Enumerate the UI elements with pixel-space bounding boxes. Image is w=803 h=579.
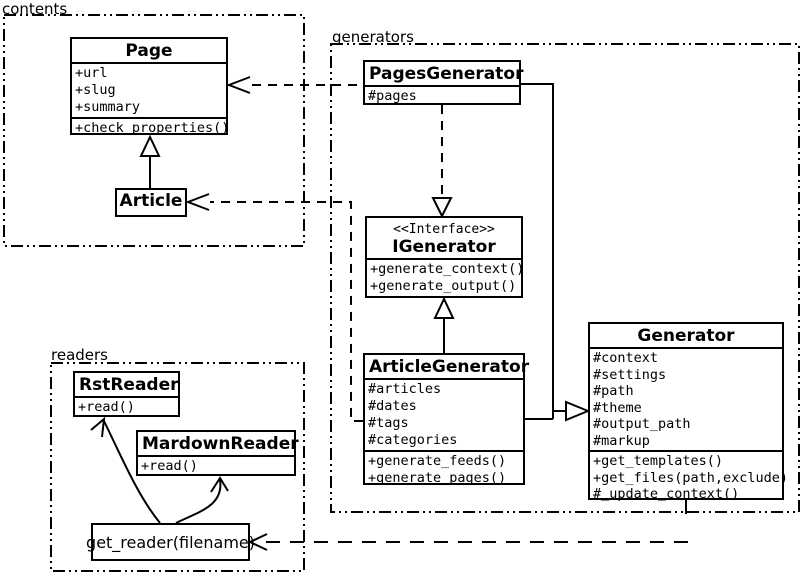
attribute: #dates [368,398,417,414]
attribute: #settings [593,366,667,383]
dependency-articlegenerator-to-article-arrowhead-icon [185,193,210,211]
attribute: +summary [75,99,141,115]
attribute: +slug [75,82,116,98]
class-pagesgenerator-attributes: #pages [365,85,519,106]
class-page: Page +url +slug +summary +check_properti… [70,37,230,138]
method: #_update_context() [593,486,740,502]
association-getreader-to-mardownreader-line [175,479,222,524]
generalization-to-generator-triangle-icon [565,400,591,422]
class-igenerator-methods: +generate_context() +generate_output() [367,258,525,296]
class-generator: Generator #context #settings #path #them… [588,322,788,502]
class-page-methods: +check_properties() [72,117,230,138]
method: +get_files(path,exclude) [593,469,789,486]
class-page-attributes: +url +slug +summary [72,62,226,117]
dependency-generator-to-getreader-arrowhead-icon [247,533,268,551]
class-generator-methods: +get_templates() +get_files(path,exclude… [590,450,789,504]
generalization-pagesgenerator-to-generator-line [521,83,554,419]
class-article: Article [115,188,187,217]
realization-pagesgenerator-to-igenerator-triangle-icon [431,197,453,219]
class-articlegenerator-methods: +generate_feeds() +generate_pages() [365,450,523,488]
association-getreader-to-rstreader-arrowhead-icon [90,416,106,438]
package-border-contents [3,14,305,247]
attribute: #theme [593,399,642,416]
method: +read() [78,399,135,415]
package-label-contents: contents [2,0,68,18]
attribute: #path [593,383,634,399]
attribute: #articles [368,381,442,397]
class-pagesgenerator: PagesGenerator #pages [363,60,524,106]
package-label-generators: generators [332,28,414,46]
method: +generate_context() [370,261,525,277]
class-igenerator-stereotype: <<Interface>> [393,222,495,237]
class-igenerator-name: IGenerator [392,237,496,257]
package-label-readers: readers [51,346,108,364]
attribute: +url [75,65,108,81]
attribute: #tags [368,415,409,431]
method: +generate_pages() [368,470,507,486]
method: +generate_output() [370,278,517,294]
class-rstreader-name: RstReader [79,375,179,395]
class-mardownreader: MardownReader +read() [136,430,299,476]
method: +generate_feeds() [368,453,507,469]
attribute: #pages [368,88,417,104]
attribute: #output_path [593,416,691,432]
package-border-generators [330,43,800,513]
class-rstreader: RstReader +read() [73,371,180,417]
class-articlegenerator-name: ArticleGenerator [369,357,530,377]
class-articlegenerator: ArticleGenerator #articles #dates #tags … [363,353,530,488]
class-generator-attributes: #context #settings #path #theme #output_… [590,347,782,450]
generalization-articlegenerator-to-igenerator-triangle-icon [433,296,455,319]
attribute: #context [593,350,659,366]
attribute: #markup [593,432,650,449]
function-box-get-reader: get_reader(filename) [86,523,255,561]
class-igenerator: <<Interface>> IGenerator +generate_conte… [365,216,525,298]
class-articlegenerator-attributes: #articles #dates #tags #categories [365,378,523,450]
dependency-articlegenerator-to-article-line [210,201,363,422]
class-mardownreader-name: MardownReader [142,434,299,454]
dependency-pagesgenerator-to-page-arrowhead-icon [226,76,251,94]
class-rstreader-methods: +read() [75,396,178,417]
method: +get_templates() [593,453,724,469]
class-page-name: Page [125,41,173,61]
attribute: #categories [368,432,458,448]
class-article-name: Article [119,191,183,211]
generalization-article-to-page-triangle-icon [139,134,161,157]
class-mardownreader-methods: +read() [138,455,294,476]
class-pagesgenerator-name: PagesGenerator [369,64,524,84]
method: +read() [141,458,198,474]
package-border-readers [50,362,305,572]
association-getreader-to-rstreader-line [103,420,161,524]
method: +check_properties() [75,120,230,136]
association-getreader-to-mardownreader-arrowhead-icon [210,476,229,493]
class-generator-name: Generator [637,326,735,346]
